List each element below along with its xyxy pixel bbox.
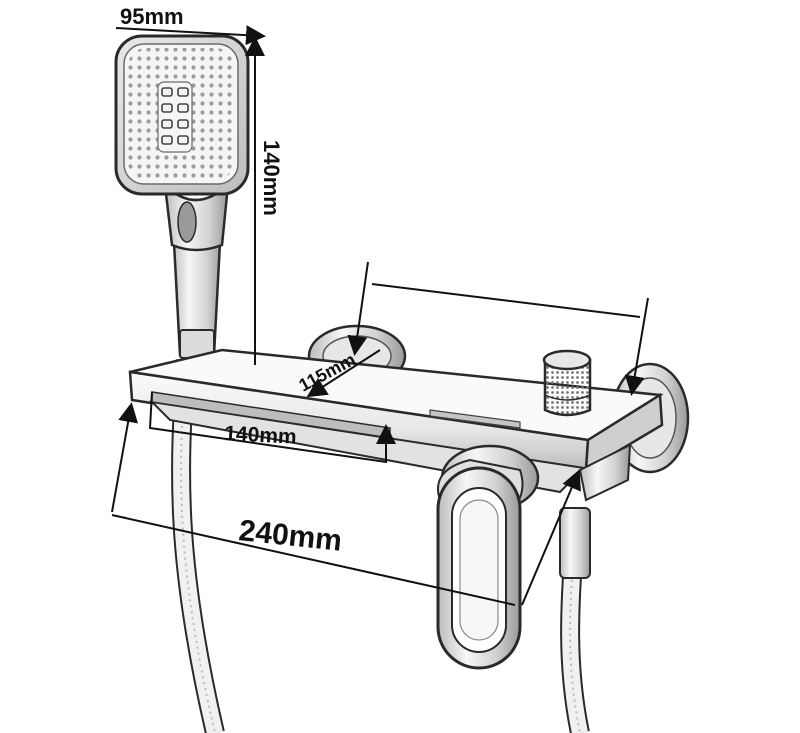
mixer-lever-handle-icon xyxy=(436,444,540,670)
overall-width-label: 240mm xyxy=(237,514,343,558)
slot-length-label: 140mm xyxy=(224,422,297,449)
handheld-shower-head-icon xyxy=(114,34,250,359)
knurled-diverter-knob-icon xyxy=(542,349,592,417)
head-width-label: 95mm xyxy=(120,4,184,29)
dimension-lines xyxy=(111,25,649,606)
head-height-label: 140mm xyxy=(259,140,284,216)
